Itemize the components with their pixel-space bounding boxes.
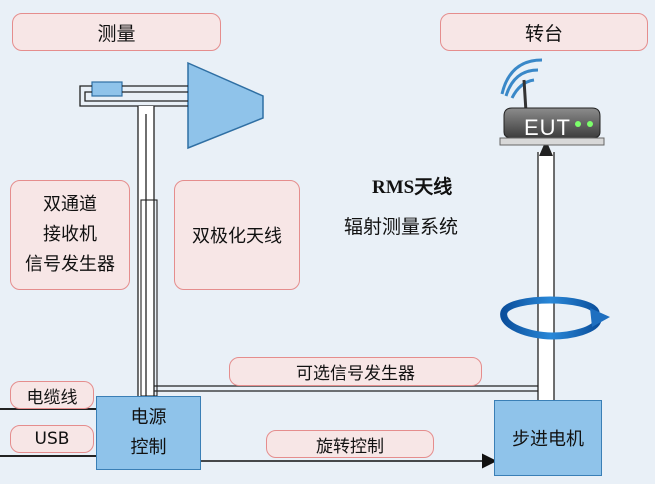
measure-label: 测量 xyxy=(12,13,221,51)
router-icon xyxy=(499,58,605,146)
stepper-motor-box: 步进电机 xyxy=(494,400,602,476)
cable-system xyxy=(0,85,548,457)
optional-signal-generator-label: 可选信号发生器 xyxy=(229,357,482,386)
dual-line-3: 信号发生器 xyxy=(25,254,115,275)
rms-title-line1: RMS天线 xyxy=(372,177,453,198)
power-line-2: 控制 xyxy=(130,437,167,458)
dual-polarization-antenna-label: 双极化天线 xyxy=(174,180,300,290)
dual-channel-receiver-label: 双通道 接收机 信号发生器 xyxy=(10,180,130,290)
usb-label: USB xyxy=(10,425,94,453)
power-line-1: 电源 xyxy=(130,407,167,428)
dual-line-1: 双通道 xyxy=(43,194,97,215)
eut-signal-line xyxy=(537,140,555,400)
rotation-arrow-icon xyxy=(500,296,610,340)
dual-line-2: 接收机 xyxy=(43,224,97,245)
eut-label: EUT xyxy=(524,115,571,140)
cable-label: 电缆线 xyxy=(10,381,94,409)
power-control-box: 电源 控制 xyxy=(96,396,201,470)
rms-title-line2: 辐射测量系统 xyxy=(344,216,459,238)
turntable-label: 转台 xyxy=(440,13,648,51)
rotation-control-label: 旋转控制 xyxy=(266,430,434,458)
horn-antenna-icon xyxy=(91,61,264,150)
